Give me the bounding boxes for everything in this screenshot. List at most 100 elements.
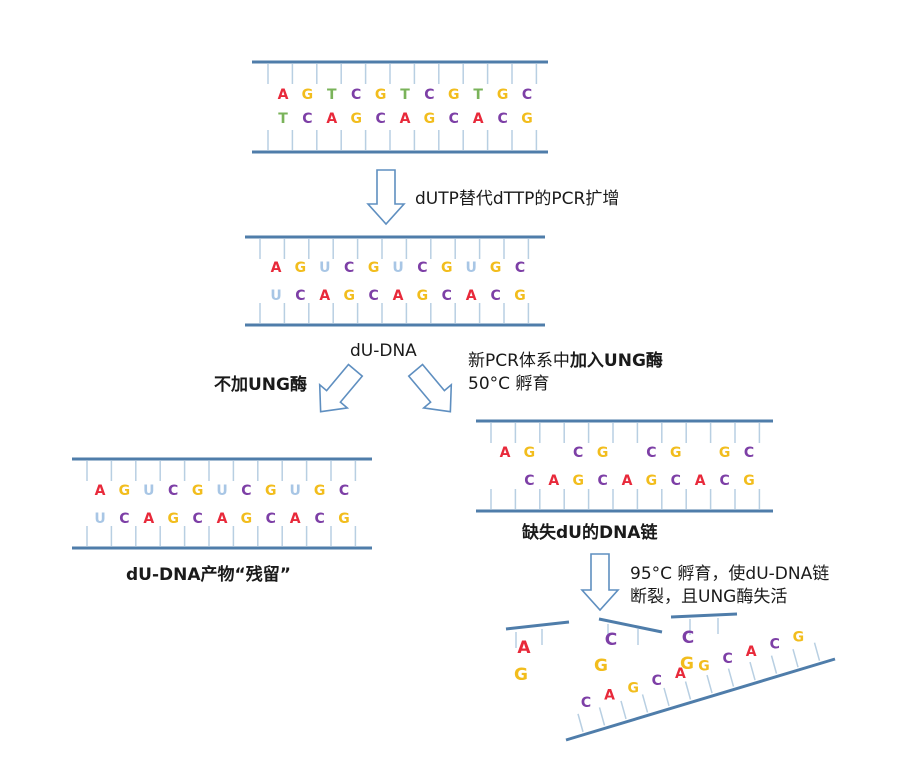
top-base: G: [295, 260, 307, 276]
slanted-base: G: [627, 680, 639, 696]
top-base: C: [522, 87, 532, 103]
bottom-base: A: [695, 473, 706, 489]
fragment-backbone: [505, 620, 570, 631]
slanted-tick: [727, 668, 735, 687]
top-base: G: [119, 483, 131, 499]
slanted-tick: [620, 700, 627, 720]
top-base: C: [573, 445, 583, 461]
slanted-base: G: [698, 659, 710, 675]
bottom-base: C: [442, 288, 452, 304]
slanted-tick: [749, 661, 756, 681]
top-base: G: [448, 87, 460, 103]
top-base: T: [400, 87, 410, 103]
top-base: U: [392, 260, 403, 276]
top-base: G: [490, 260, 502, 276]
top-base: G: [670, 445, 682, 461]
top-base: U: [290, 483, 301, 499]
fragment-base: G: [514, 665, 528, 685]
down-arrow-1: [366, 169, 406, 226]
bottom-base: C: [295, 288, 305, 304]
step3-label-line1: 95°C 孵育，使dU-DNA链: [630, 564, 830, 584]
slanted-tick: [706, 674, 713, 694]
bottom-base: A: [319, 288, 330, 304]
top-base: G: [302, 87, 314, 103]
top-base: G: [497, 87, 509, 103]
slanted-tick: [813, 642, 821, 661]
step1-label: dUTP替代dTTP的PCR扩增: [415, 189, 620, 209]
fragment-base: A: [517, 638, 531, 658]
bottom-base: G: [646, 473, 658, 489]
bottom-base: G: [424, 111, 436, 127]
top-base: C: [646, 445, 656, 461]
slanted-tick: [577, 713, 584, 733]
slanted-base: A: [746, 644, 757, 660]
no-ung-label: 不加UNG酶: [214, 375, 307, 395]
bottom-base: G: [350, 111, 362, 127]
bottom-base: C: [449, 111, 459, 127]
bottom-base: A: [622, 473, 633, 489]
top-base: C: [515, 260, 525, 276]
bottom-base: G: [417, 288, 429, 304]
top-base: G: [314, 483, 326, 499]
bottom-base: A: [548, 473, 559, 489]
bottom-base: G: [338, 511, 350, 527]
slanted-tick: [684, 681, 692, 700]
slanted-tick: [770, 655, 778, 674]
bottom-base: G: [521, 111, 533, 127]
top-base: C: [351, 87, 361, 103]
slanted-strand-backbone: [565, 657, 836, 742]
fragment-backbone: [670, 612, 738, 619]
top-base: C: [168, 483, 178, 499]
bottom-base: C: [368, 288, 378, 304]
bottom-base: G: [343, 288, 355, 304]
retained-label: dU-DNA产物“残留”: [126, 565, 291, 585]
hollow-arrow-shape: [407, 363, 453, 413]
top-base: A: [271, 260, 282, 276]
fragment-base: G: [680, 654, 694, 674]
slanted-base: C: [722, 651, 732, 667]
slanted-base: C: [770, 637, 780, 653]
bottom-base: A: [326, 111, 337, 127]
top-base: G: [192, 483, 204, 499]
arrow-right-with-ung: [407, 363, 453, 413]
incubate-50-label: 50°C 孵育: [468, 374, 550, 394]
with-ung-label: 新PCR体系中加入UNG酶: [468, 349, 663, 373]
bottom-base: G: [241, 511, 253, 527]
bottom-base: C: [497, 111, 507, 127]
hollow-arrow-shape: [580, 553, 620, 612]
bottom-base: G: [572, 473, 584, 489]
top-base: C: [417, 260, 427, 276]
slanted-tick: [792, 648, 799, 668]
slanted-tick: [598, 707, 606, 726]
top-base: U: [319, 260, 330, 276]
bottom-base: A: [466, 288, 477, 304]
with-ung-label-plain: 新PCR体系中: [468, 351, 570, 371]
top-base: A: [500, 445, 511, 461]
bottom-base: C: [375, 111, 385, 127]
fragment-base: G: [594, 656, 608, 676]
bottom-base: C: [524, 473, 534, 489]
slanted-base: G: [793, 629, 805, 645]
step3-label-line2: 断裂，且UNG酶失活: [630, 587, 788, 607]
top-base: G: [441, 260, 453, 276]
bottom-base: G: [167, 511, 179, 527]
bottom-base: G: [743, 473, 755, 489]
top-base: A: [95, 483, 106, 499]
bottom-base: A: [143, 511, 154, 527]
bottom-base: C: [266, 511, 276, 527]
bottom-base: T: [278, 111, 288, 127]
bottom-base: C: [490, 288, 500, 304]
slanted-base: C: [581, 695, 591, 711]
top-base: G: [719, 445, 731, 461]
arrow-left-no-ung: [318, 363, 364, 413]
bottom-base: A: [400, 111, 411, 127]
missing-du-label: 缺失dU的DNA链: [522, 523, 658, 543]
top-base: G: [597, 445, 609, 461]
bottom-base: C: [119, 511, 129, 527]
top-base: G: [368, 260, 380, 276]
top-base: C: [424, 87, 434, 103]
